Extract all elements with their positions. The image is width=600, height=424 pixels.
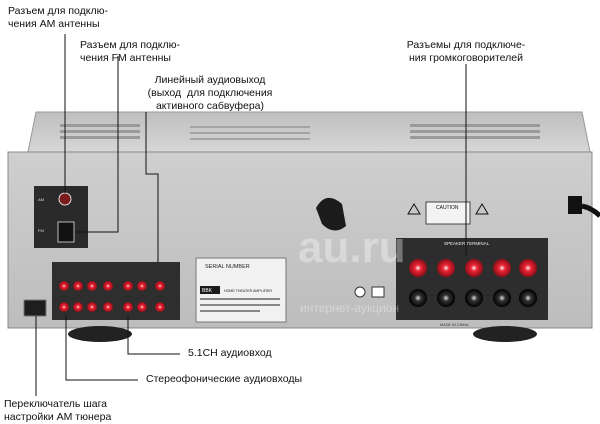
am-antenna-jack	[58, 192, 72, 206]
fm-antenna-jack	[57, 221, 75, 243]
speaker-terminal-text: SPEAKER TERMINAL	[444, 241, 490, 246]
label-fm-antenna: Разъем для подклю- чения FM антенны	[80, 39, 180, 64]
callout-51ch	[127, 316, 180, 355]
foot-right	[473, 326, 537, 342]
caution-text: CAUTION	[436, 205, 459, 211]
label-am-step: Переключатель шага настройки AM тюнера	[4, 398, 112, 423]
rca-jacks-bottom-row	[59, 302, 165, 312]
brand-badge: BBK	[202, 288, 213, 294]
vent-grille-right	[410, 124, 540, 139]
label-line-out: Линейный аудиовыход (выход для подключен…	[147, 74, 273, 112]
callout-lines	[35, 34, 467, 396]
svg-text:AM: AM	[38, 197, 44, 202]
warning-triangle-right	[475, 203, 489, 215]
cert-logo-2	[371, 286, 385, 298]
svg-text:FM: FM	[38, 228, 44, 233]
model-title: HOME THEATER AMPLIFIER	[224, 289, 272, 293]
label-51ch-input: 5.1CH аудиовход	[188, 347, 272, 359]
callout-fm	[76, 56, 119, 233]
speaker-terminals-red	[409, 259, 537, 277]
watermark-subtitle: интернет-аукцион	[300, 301, 399, 315]
warning-triangle-left	[407, 203, 421, 215]
foot-left	[68, 326, 132, 342]
serial-number-text: SERIAL NUMBER	[205, 264, 250, 270]
label-am-antenna: Разъем для подклю- чения AM антенны	[8, 5, 108, 30]
power-inlet	[568, 196, 582, 214]
caution-label	[425, 201, 471, 225]
callout-line-out	[145, 112, 159, 262]
cert-logo-1	[354, 286, 366, 298]
label-speakers: Разъемы для подключе- ния громкоговорите…	[406, 39, 526, 64]
speaker-terminal-panel	[396, 238, 548, 320]
power-cord	[581, 203, 600, 218]
label-stereo-inputs: Стереофонические аудиовходы	[146, 373, 302, 385]
am-step-switch	[23, 299, 47, 317]
watermark: au.ru	[298, 223, 406, 272]
callout-stereo	[65, 316, 138, 381]
vent-grille-left	[60, 124, 140, 139]
vent-grille-mid	[190, 126, 310, 140]
rca-jacks-top-row	[59, 281, 165, 291]
speaker-terminals-black	[409, 289, 537, 307]
cable-clamp	[316, 197, 346, 231]
made-in-text: MADE IN CHINA	[440, 323, 469, 327]
